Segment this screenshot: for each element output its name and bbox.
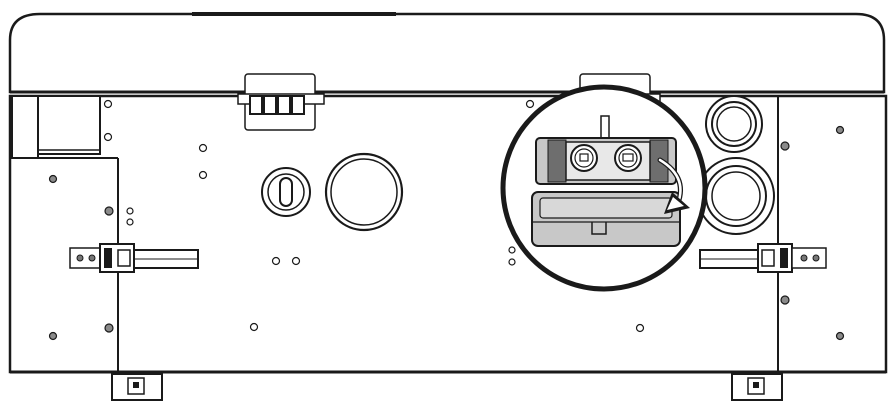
foot-left xyxy=(111,373,163,401)
connector-cover xyxy=(531,191,681,247)
foot-right xyxy=(731,373,783,401)
cable-gland-top xyxy=(705,95,763,153)
handle-right xyxy=(699,243,827,273)
rotate-arrow-icon xyxy=(657,157,690,214)
mounting-holes xyxy=(103,99,669,333)
top-latch-left xyxy=(237,73,325,131)
terminal-connector xyxy=(535,137,677,185)
top-cover xyxy=(8,12,886,94)
handle-left xyxy=(69,243,199,273)
rotary-knob xyxy=(261,167,311,217)
magnifier-circle-icon xyxy=(500,84,708,292)
cable-gland-bottom xyxy=(697,157,775,235)
round-cover xyxy=(324,152,404,232)
screws xyxy=(48,125,845,341)
